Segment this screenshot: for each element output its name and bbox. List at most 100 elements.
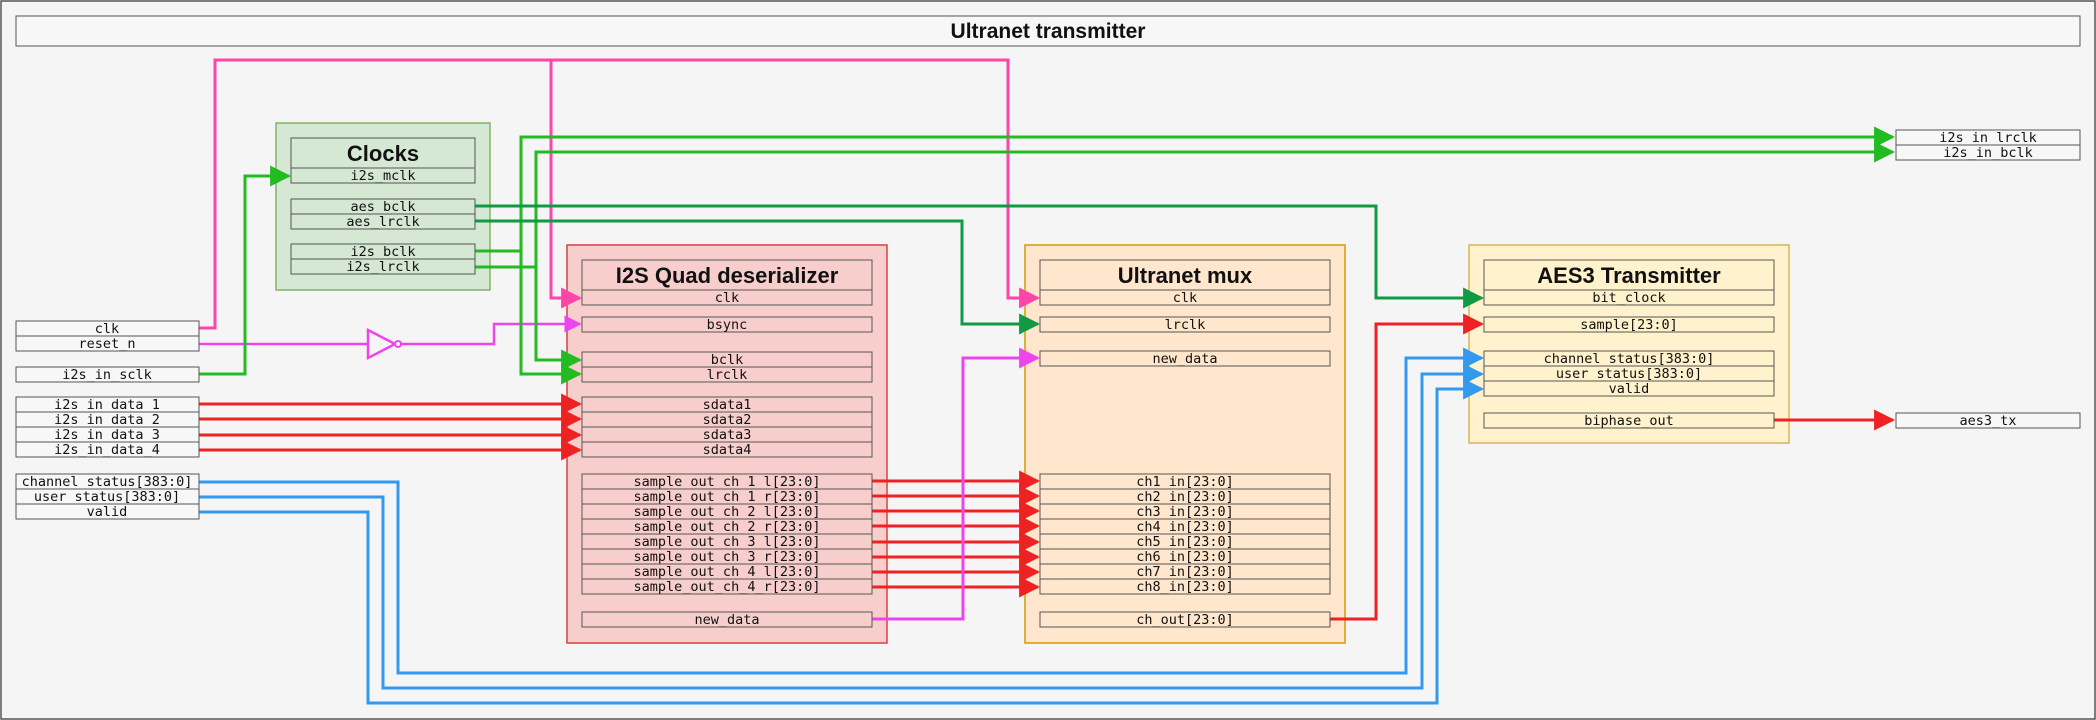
svg-text:sdata1: sdata1 (703, 397, 752, 413)
deser-port-sdata2: sdata2 (581, 411, 873, 428)
diagram-title: Ultranet transmitter (951, 20, 1146, 43)
mux-port-ch5: ch5_in[23:0] (1039, 533, 1331, 550)
wire-clk (199, 58, 583, 330)
deser-port-lrclk: lrclk (581, 366, 873, 383)
svg-text:i2s_bclk: i2s_bclk (350, 244, 415, 260)
aes3-ports: bit_clock sample[23:0] channel_status[38… (1483, 289, 1775, 429)
clocks-port-i2s-mclk: i2s_mclk (290, 167, 476, 184)
wire-channel-status (199, 347, 1485, 675)
svg-text:sample_out_ch_2_l[23:0]: sample_out_ch_2_l[23:0] (634, 504, 821, 520)
mux-port-ch-out: ch_out[23:0] (1039, 611, 1331, 628)
svg-text:user_status[383:0]: user_status[383:0] (1556, 366, 1702, 382)
svg-text:i2s_in_data_2: i2s_in_data_2 (54, 412, 160, 428)
mux-port-ch8: ch8_in[23:0] (1039, 578, 1331, 595)
svg-text:ch6_in[23:0]: ch6_in[23:0] (1136, 549, 1234, 565)
svg-text:aes_lrclk: aes_lrclk (346, 214, 419, 230)
svg-text:bit_clock: bit_clock (1592, 290, 1665, 306)
svg-text:sample_out_ch_2_r[23:0]: sample_out_ch_2_r[23:0] (634, 519, 821, 535)
svg-text:sdata4: sdata4 (703, 442, 752, 458)
svg-text:ch8_in[23:0]: ch8_in[23:0] (1136, 579, 1234, 595)
port-channel-status: channel_status[383:0] (15, 473, 200, 490)
inverter-icon (366, 327, 398, 361)
wire-new-data (872, 347, 1041, 621)
svg-text:bclk: bclk (711, 352, 744, 368)
port-clk: clk (15, 320, 200, 337)
aes3-port-bit-clock: bit_clock (1483, 289, 1775, 306)
port-i2s-in-data-2: i2s_in_data_2 (15, 411, 200, 428)
port-i2s-in-data-4: i2s_in_data_4 (15, 441, 200, 458)
svg-text:lrclk: lrclk (707, 367, 748, 383)
wire-lrclk-deser (534, 267, 583, 371)
inverter-bubble (394, 340, 402, 348)
wire-ch-out (1330, 313, 1485, 621)
svg-text:sdata3: sdata3 (703, 427, 752, 443)
deser-port-bclk: bclk (581, 351, 873, 368)
svg-text:i2s_mclk: i2s_mclk (350, 168, 415, 184)
clocks-port-i2s-lrclk: i2s_lrclk (290, 258, 476, 275)
wire-bclk (475, 126, 1896, 253)
mux-port-ch7: ch7_in[23:0] (1039, 563, 1331, 580)
svg-text:biphase_out: biphase_out (1584, 413, 1673, 429)
mux-title: Ultranet mux (1118, 263, 1253, 288)
svg-text:sample_out_ch_4_r[23:0]: sample_out_ch_4_r[23:0] (634, 579, 821, 595)
svg-text:aes_bclk: aes_bclk (350, 199, 415, 215)
wire-user-status (199, 363, 1485, 690)
aes3-port-biphase-out: biphase_out (1483, 412, 1775, 429)
svg-text:valid: valid (87, 504, 128, 520)
svg-text:sample_out_ch_3_r[23:0]: sample_out_ch_3_r[23:0] (634, 549, 821, 565)
svg-text:i2s_in_data_1: i2s_in_data_1 (54, 397, 160, 413)
deser-port-sdata3: sdata3 (581, 426, 873, 443)
mux-port-lrclk: lrclk (1039, 316, 1331, 333)
mux-port-ch1: ch1_in[23:0] (1039, 473, 1331, 490)
svg-text:valid: valid (1609, 381, 1650, 397)
deser-port-sample-7: sample_out_ch_4_l[23:0] (581, 563, 873, 580)
svg-text:i2s_in_lrclk: i2s_in_lrclk (1939, 130, 2037, 146)
svg-text:channel_status[383:0]: channel_status[383:0] (1544, 351, 1715, 367)
port-valid: valid (15, 503, 200, 520)
mux-port-ch4: ch4_in[23:0] (1039, 518, 1331, 535)
port-i2s-in-data-3: i2s_in_data_3 (15, 426, 200, 443)
svg-text:sample[23:0]: sample[23:0] (1580, 317, 1678, 333)
svg-text:clk: clk (1173, 290, 1197, 306)
deser-port-sample-2: sample_out_ch_1_r[23:0] (581, 488, 873, 505)
aes3-port-channel-status: channel_status[383:0] (1483, 350, 1775, 367)
svg-text:bsync: bsync (707, 317, 748, 333)
clocks-port-aes-lrclk: aes_lrclk (290, 213, 476, 230)
svg-text:i2s_lrclk: i2s_lrclk (346, 259, 419, 275)
deser-port-sample-6: sample_out_ch_3_r[23:0] (581, 548, 873, 565)
wire-aes-bclk (475, 204, 1485, 309)
port-aes3-tx: aes3_tx (1895, 412, 2081, 429)
svg-text:new_data: new_data (694, 612, 759, 628)
aes3-port-user-status: user_status[383:0] (1483, 365, 1775, 382)
port-i2s-in-data-1: i2s_in_data_1 (15, 396, 200, 413)
wire-lrclk (475, 141, 1896, 269)
wire-bclk-deser (519, 251, 583, 385)
mux-port-ch3: ch3_in[23:0] (1039, 503, 1331, 520)
deser-port-sample-5: sample_out_ch_3_l[23:0] (581, 533, 873, 550)
svg-text:aes3_tx: aes3_tx (1960, 413, 2017, 429)
mux-port-ch6: ch6_in[23:0] (1039, 548, 1331, 565)
port-i2s-in-bclk: i2s_in_bclk (1895, 144, 2081, 161)
deser-port-sample-1: sample_out_ch_1_l[23:0] (581, 473, 873, 490)
aes3-block: AES3 Transmitter (1468, 244, 1790, 444)
svg-text:i2s_in_data_4: i2s_in_data_4 (54, 442, 160, 458)
svg-text:clk: clk (715, 290, 739, 306)
clocks-title: Clocks (347, 141, 419, 166)
svg-text:ch5_in[23:0]: ch5_in[23:0] (1136, 534, 1234, 550)
svg-text:sample_out_ch_4_l[23:0]: sample_out_ch_4_l[23:0] (634, 564, 821, 580)
wire-aes-lrclk (475, 219, 1041, 335)
svg-text:clk: clk (95, 321, 119, 337)
top-outputs: i2s_in_lrclk i2s_in_bclk aes3_tx (1895, 129, 2081, 429)
port-user-status: user_status[383:0] (15, 488, 200, 505)
port-i2s-in-lrclk: i2s_in_lrclk (1895, 129, 2081, 146)
clocks-port-aes-bclk: aes_bclk (290, 198, 476, 215)
svg-text:ch4_in[23:0]: ch4_in[23:0] (1136, 519, 1234, 535)
deser-port-sdata1: sdata1 (581, 396, 873, 413)
clocks-ports: i2s_mclk aes_bclk aes_lrclk i2s_bclk i2s… (290, 167, 476, 275)
mux-port-new-data: new_data (1039, 350, 1331, 367)
mux-port-clk: clk (1039, 289, 1331, 306)
deser-port-sample-8: sample_out_ch_4_r[23:0] (581, 578, 873, 595)
svg-text:reset_n: reset_n (79, 336, 136, 352)
svg-text:channel_status[383:0]: channel_status[383:0] (22, 474, 193, 490)
svg-text:i2s_in_bclk: i2s_in_bclk (1943, 145, 2032, 161)
